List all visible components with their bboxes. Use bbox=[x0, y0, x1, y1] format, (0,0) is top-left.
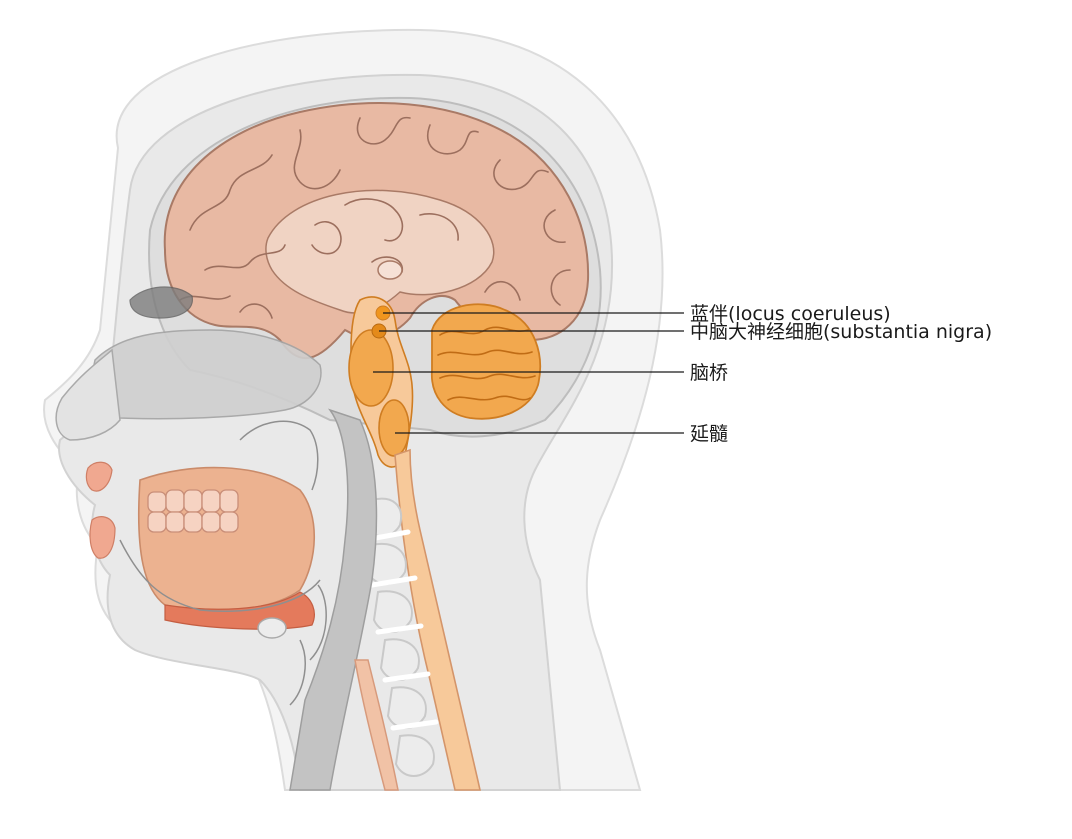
label-medulla: 延髓 bbox=[690, 423, 728, 445]
epiglottis bbox=[289, 584, 327, 706]
gyri-lines bbox=[179, 116, 571, 319]
upper-lip bbox=[85, 461, 113, 492]
teeth bbox=[147, 489, 239, 533]
label-pons: 脑桥 bbox=[690, 362, 728, 384]
jaw-line bbox=[119, 539, 321, 612]
ventricle bbox=[377, 260, 403, 280]
label-substantia-nigra: 中脑大神经细胞(substantia nigra) bbox=[690, 321, 992, 343]
nasal-cavity bbox=[92, 329, 322, 420]
frontal-sinus bbox=[129, 286, 193, 319]
label-locus-coeruleus: 蓝伴(locus coeruleus) bbox=[690, 303, 891, 325]
cerebellum bbox=[431, 303, 542, 420]
medulla-shape bbox=[378, 399, 410, 457]
airway bbox=[289, 408, 378, 791]
lower-lip bbox=[89, 516, 116, 559]
spinal-cord bbox=[394, 448, 481, 791]
cerebellum-folia bbox=[437, 326, 536, 401]
hyoid bbox=[257, 617, 287, 639]
soft-palate bbox=[239, 420, 319, 491]
pons-shape bbox=[348, 329, 394, 407]
tongue bbox=[137, 466, 315, 612]
nose bbox=[55, 348, 121, 441]
intervertebral-discs bbox=[362, 529, 439, 731]
esophagus bbox=[354, 659, 399, 791]
